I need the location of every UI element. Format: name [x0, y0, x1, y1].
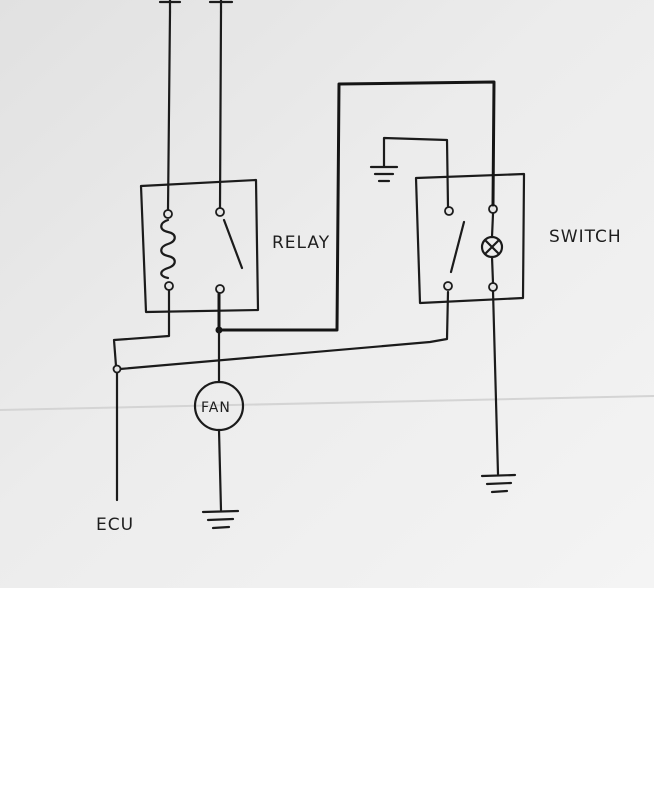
empty-area-below-sheet: [0, 588, 654, 800]
ground-symbol-icon: [201, 509, 240, 530]
supply-terminals: + +: [158, 0, 234, 15]
relay-box: [139, 178, 260, 314]
relay: RELAY: [139, 10, 330, 314]
ground-symbol-icon: [369, 165, 399, 183]
relay-coil-top-terminal: [163, 209, 173, 219]
fan-label: FAN: [201, 400, 231, 416]
relay-coil-bottom-terminal: [164, 281, 174, 291]
relay-label: RELAY: [272, 233, 330, 253]
supply-plus-label-2: +: [212, 0, 227, 15]
switch-label: SWITCH: [549, 227, 622, 247]
switch-ground-wire: [382, 136, 450, 209]
lamp-ground-wire: [491, 289, 500, 476]
switch-lamp-bottom-terminal: [488, 282, 498, 292]
paper-sheet: + + RELAY: [0, 0, 654, 588]
ecu-label: ECU: [96, 515, 134, 535]
relay-output-to-lamp-wire: [217, 80, 496, 332]
relay-contact-bottom-terminal: [215, 284, 225, 294]
relay-contact-top-terminal: [215, 207, 225, 217]
switch-contact-bottom-terminal: [443, 281, 453, 291]
switch-contact-top-terminal: [444, 206, 454, 216]
relay-coil-to-ecu-wire: [112, 289, 171, 368]
switch-box: [414, 172, 526, 305]
wiring: [112, 80, 500, 512]
relay-coil-icon: [160, 218, 176, 280]
relay-contact-feed-wire: [218, 10, 223, 210]
paper-background: [0, 0, 654, 588]
wiring-diagram: + + RELAY: [0, 0, 654, 588]
relay-switch-blade-icon: [222, 218, 244, 270]
ground-symbol-icon: [480, 473, 517, 494]
ecu-to-switch-wire: [118, 290, 450, 371]
switch-blade-icon: [449, 220, 466, 274]
ecu-junction-terminal: [112, 364, 122, 374]
fan-motor-icon: [193, 380, 245, 432]
relay-coil-feed-wire: [166, 10, 172, 212]
fan: FAN: [193, 380, 245, 432]
fan-ground-wire: [217, 428, 223, 512]
dashboard-switch: SWITCH: [414, 172, 622, 305]
paper-fold-line: [0, 395, 654, 411]
